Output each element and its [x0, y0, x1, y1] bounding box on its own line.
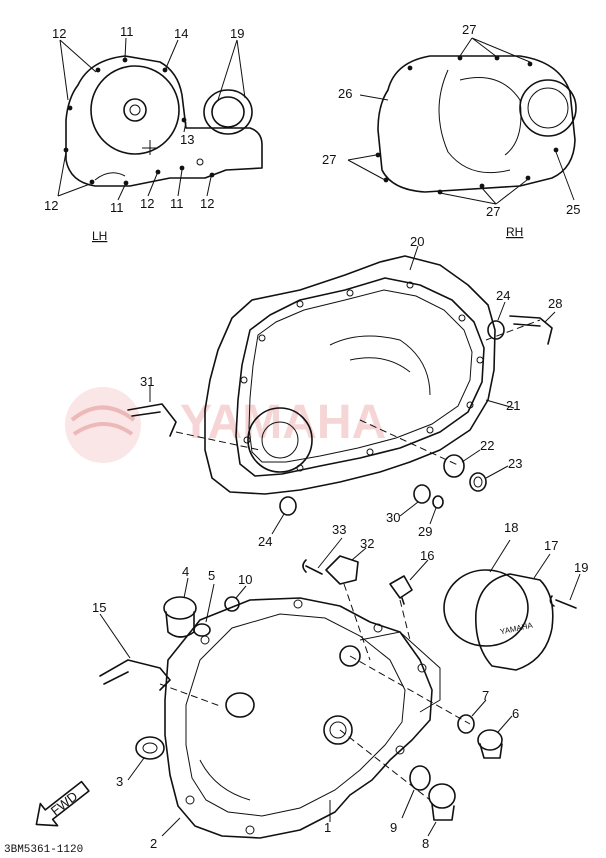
clip-31	[127, 403, 177, 437]
callout-c29: 29	[418, 524, 432, 539]
callout-c7: 7	[482, 688, 489, 703]
bolt-10	[224, 596, 240, 612]
callout-c19a: 19	[230, 26, 244, 41]
o-ring-7	[457, 714, 475, 734]
callout-c27a: 27	[462, 22, 476, 37]
callout-c4: 4	[182, 564, 189, 579]
callout-c27b: 27	[322, 152, 336, 167]
callout-c12c: 12	[140, 196, 154, 211]
lh-sealant-dots	[63, 57, 215, 186]
o-ring-9	[409, 765, 431, 791]
gasket-hardware	[127, 301, 556, 535]
o-ring-29	[432, 495, 444, 509]
callout-c26: 26	[338, 86, 352, 101]
callout-c5: 5	[208, 568, 215, 583]
callout-c3: 3	[116, 774, 123, 789]
lh-cover-bowl	[90, 65, 180, 155]
oil-seal-22	[443, 454, 465, 478]
callout-c20: 20	[410, 234, 424, 249]
lh-cover-hub	[123, 98, 147, 122]
fwd-label: FWD	[48, 788, 81, 818]
oil-filler-plug-4	[163, 596, 197, 620]
crankcase-outline	[204, 255, 496, 495]
cover-1-bolt-bosses	[185, 599, 427, 835]
gasket-18	[443, 569, 529, 647]
callout-c12b: 12	[44, 198, 58, 213]
callout-c33: 33	[332, 522, 346, 537]
callout-c30: 30	[386, 510, 400, 525]
callout-c2: 2	[150, 836, 157, 851]
callout-c9: 9	[390, 820, 397, 835]
rh-cover-outline	[377, 55, 576, 193]
clamp-28	[509, 315, 553, 345]
rh-clutch-boss	[519, 79, 577, 137]
fwd-direction-badge: FWD	[35, 780, 90, 827]
diagram-code: 3BM5361-1120	[4, 844, 83, 856]
cover-1-hardware	[99, 537, 513, 837]
o-ring-5	[193, 623, 211, 637]
gasket-bolt-holes	[240, 281, 484, 472]
callout-c12a: 12	[52, 26, 66, 41]
dowel-pin-24-upper	[487, 320, 505, 340]
callout-c19b: 19	[574, 560, 588, 575]
cover-1-cap-boss	[323, 715, 353, 745]
cover-17-group: YAMAHA	[443, 539, 581, 671]
rh-sealant-dots	[375, 55, 559, 195]
callout-c1: 1	[324, 820, 331, 835]
callout-c8: 8	[422, 836, 429, 851]
callout-c23: 23	[508, 456, 522, 471]
bracket-32	[325, 555, 359, 585]
callout-c6: 6	[512, 706, 519, 721]
callout-c11a: 11	[120, 24, 134, 39]
bolt-33	[302, 559, 323, 575]
cover-1-outline	[164, 597, 433, 839]
callout-c25: 25	[566, 202, 580, 217]
callout-c27c: 27	[486, 204, 500, 219]
plug-6	[477, 729, 503, 751]
clip-15	[99, 659, 171, 691]
lh-sealant-diagram	[57, 37, 263, 201]
bolt-16	[389, 575, 413, 605]
callout-c15: 15	[92, 600, 106, 615]
callout-c18: 18	[504, 520, 518, 535]
callout-c11c: 11	[170, 196, 184, 211]
gasket-20	[235, 277, 485, 477]
dowel-pin-30	[413, 484, 431, 504]
crankcase-cover-1	[164, 597, 471, 839]
callout-c13: 13	[180, 132, 194, 147]
cover-17	[475, 573, 554, 671]
callout-c32: 32	[360, 536, 374, 551]
oil-filler-boss	[225, 692, 255, 718]
lh-cover-outline	[65, 55, 263, 187]
callout-c16: 16	[420, 548, 434, 563]
callout-c21: 21	[506, 398, 520, 413]
washer-23	[469, 472, 487, 492]
callout-c10: 10	[238, 572, 252, 587]
rh-sealant-diagram	[347, 37, 577, 205]
callout-c17: 17	[544, 538, 558, 553]
fwd-arrow	[35, 780, 90, 827]
callout-c28: 28	[548, 296, 562, 311]
watermark: YAMAHA	[65, 387, 386, 463]
bolt-19	[549, 595, 577, 609]
plug-8	[428, 783, 456, 809]
stator-boss	[247, 407, 313, 473]
drain-plug-3	[135, 736, 165, 760]
cover-1-upper-boss	[339, 645, 361, 667]
side-label-lh: LH	[92, 229, 107, 243]
callout-c22: 22	[480, 438, 494, 453]
dowel-pin-24-lower	[279, 496, 297, 516]
callout-labels: 12 11 14 19 13 12 11 12 11 12 27 26 27 2…	[44, 22, 588, 851]
crankcase-gasket-assembly	[204, 245, 515, 495]
lh-oil-seal-ring	[203, 89, 253, 135]
callout-c24b: 24	[258, 534, 272, 549]
callout-c24a: 24	[496, 288, 510, 303]
callout-c11b: 11	[110, 200, 124, 215]
side-label-rh: RH	[506, 225, 523, 239]
callout-c12d: 12	[200, 196, 214, 211]
callout-c31: 31	[140, 374, 154, 389]
callout-c14: 14	[174, 26, 188, 41]
